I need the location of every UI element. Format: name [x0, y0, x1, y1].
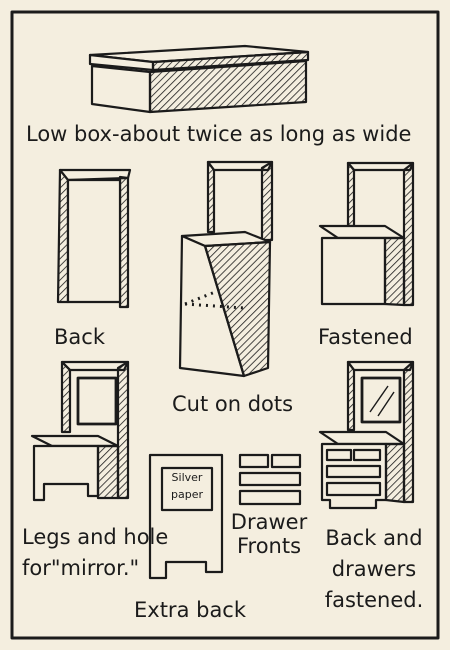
caption-drawer-line1: Drawer — [230, 510, 308, 534]
low-box-drawing — [88, 44, 310, 114]
caption-drawer-line2: Fronts — [236, 534, 302, 558]
caption-legs-line1: Legs and hole — [22, 525, 169, 549]
caption-back-drawers-line3: fastened. — [324, 588, 424, 612]
fastened-drawing — [318, 161, 415, 307]
page-border — [10, 10, 440, 640]
label-silver: Silver — [171, 471, 203, 484]
dresser-drawing — [318, 360, 415, 510]
caption-low-box: Low box-about twice as long as wide — [26, 122, 412, 146]
caption-extra-back: Extra back — [134, 598, 247, 622]
extra-back-drawing — [148, 453, 224, 580]
caption-cut-on-dots: Cut on dots — [172, 392, 294, 416]
drawer-fronts-drawing — [238, 453, 302, 506]
caption-legs-line2: for"mirror." — [22, 556, 140, 580]
caption-back: Back — [54, 325, 105, 349]
caption-back-drawers-line2: drawers — [331, 557, 417, 581]
label-paper: paper — [171, 488, 203, 501]
legs-mirror-drawing — [30, 360, 130, 502]
caption-back-drawers-line1: Back and — [325, 526, 423, 550]
cut-on-dots-drawing — [178, 160, 274, 378]
caption-fastened: Fastened — [318, 325, 413, 349]
back-panel-drawing — [56, 168, 132, 309]
